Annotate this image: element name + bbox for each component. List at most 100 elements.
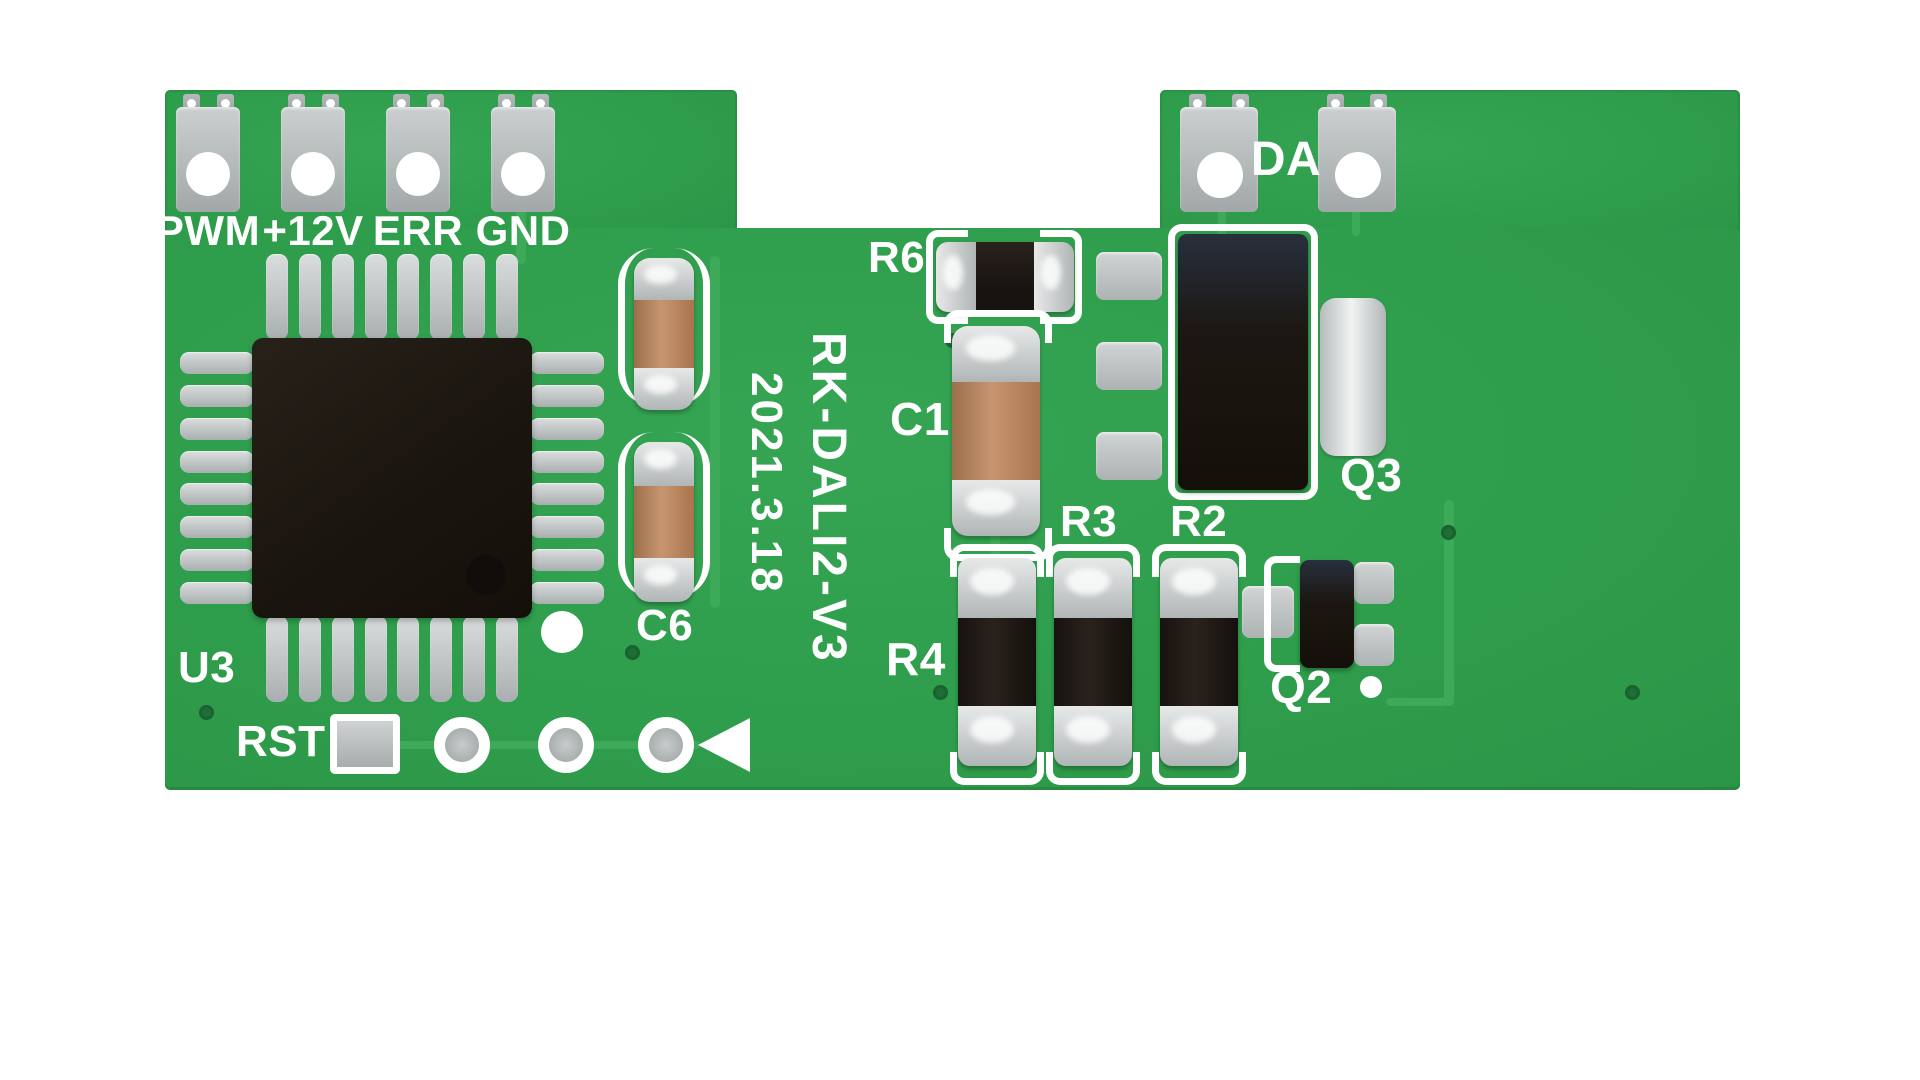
label-12v: +12V [262,207,364,254]
solder-cap [1160,706,1238,766]
connector-hole [1197,152,1243,198]
via-dot [625,645,640,660]
connector-pad-da-2 [1318,94,1396,212]
label-c6: C6 [636,601,694,650]
ic-pin-row-left [180,352,254,604]
resistor-body [1054,618,1132,706]
resistor-r2 [1160,558,1238,766]
via-dot [933,685,948,700]
solder-pad [1354,624,1394,666]
silkscreen-r3-bracket-top [1046,544,1140,577]
silkscreen-r6-bracket-right [1040,230,1082,324]
silkscreen-c1-bracket-top [944,310,1052,343]
trace-line [1444,500,1454,706]
solder-cap [936,242,976,312]
connector-dot [1331,99,1340,108]
ic-pin [530,417,604,440]
label-gnd: GND [475,207,571,254]
trace-line [1218,208,1226,236]
ic-pin [530,516,604,539]
trace-line [360,741,700,749]
silkscreen-q2-bracket [1264,556,1300,672]
solder-cap [952,326,1040,382]
capacitor-c1 [952,326,1040,536]
ic-pin [530,483,604,506]
silkscreen-q3-outline [1168,224,1318,500]
label-q2: Q2 [1270,661,1333,713]
solder-pad [1354,562,1394,604]
connector-pad-da-1 [1180,94,1258,212]
arrow-marker [698,718,750,772]
label-pwm: PWM [155,207,261,254]
resistor-r6 [936,242,1074,312]
capacitor-c6-a [634,258,694,410]
solder-cap [634,558,694,602]
ic-pin [331,616,354,702]
connector-dot [536,99,545,108]
melf-body [952,382,1040,480]
through-hole-pad [638,717,694,773]
silkscreen-r2-bracket-bottom [1152,752,1246,785]
ic-pin [180,483,254,506]
solder-cap [634,258,694,300]
silkscreen-model: RK-DALI2-V3 [802,332,855,664]
ic-pin [298,254,321,340]
connector-dot [397,99,406,108]
ic-pin [463,254,486,340]
silkscreen-r4-bracket-top [950,544,1044,577]
label-r6: R6 [868,233,926,282]
ic-pin [298,616,321,702]
connector-pad-12v [281,94,345,212]
silkscreen-r3-bracket-bottom [1046,752,1140,785]
solder-cap [634,368,694,410]
silkscreen-r2-bracket-top [1152,544,1246,577]
transistor-q2-body [1300,560,1354,668]
trace-line [516,206,526,264]
through-hole-pad [538,717,594,773]
board-left-tab [165,90,737,240]
trace-line [1386,698,1448,706]
connector-pad-pwm [176,94,240,212]
resistor-body [958,618,1036,706]
ic-pin-row-bottom [266,616,518,702]
label-r4: R4 [886,633,946,685]
ic-pin [180,417,254,440]
resistor-body [1160,618,1238,706]
trace-line [1352,208,1360,236]
connector-hole [291,152,335,196]
ic-pin [180,549,254,572]
label-r2: R2 [1170,497,1228,546]
solder-cap [1054,706,1132,766]
ic-pin-row-right [530,352,604,604]
via-dot [199,705,214,720]
melf-body [634,486,694,558]
label-da: DA [1250,133,1322,186]
label-err: ERR [372,207,464,254]
ic-pin [364,254,387,340]
solder-cap [1034,242,1074,312]
resistor-r4 [958,558,1036,766]
ic-pin [397,616,420,702]
label-q3: Q3 [1340,449,1403,501]
ic-pin [530,549,604,572]
solder-pad [1096,432,1162,480]
solder-cap [958,558,1036,618]
silkscreen-c6-outline-2 [618,432,710,598]
silkscreen-c6-outline-1 [618,248,710,406]
solder-cap [634,442,694,486]
ic-pin [495,616,518,702]
ic-pin [430,616,453,702]
ic-pin [530,384,604,407]
ic-pin [463,616,486,702]
solder-cap [958,706,1036,766]
ic-pin-row-top [266,254,518,340]
label-rst: RST [236,717,326,766]
solder-pad [1096,342,1162,390]
ic-pin [180,450,254,473]
resistor-r3 [1054,558,1132,766]
connector-hole [396,152,440,196]
through-hole-pad [434,717,490,773]
connector-hole [1335,152,1381,198]
connector-pad-err [386,94,450,212]
